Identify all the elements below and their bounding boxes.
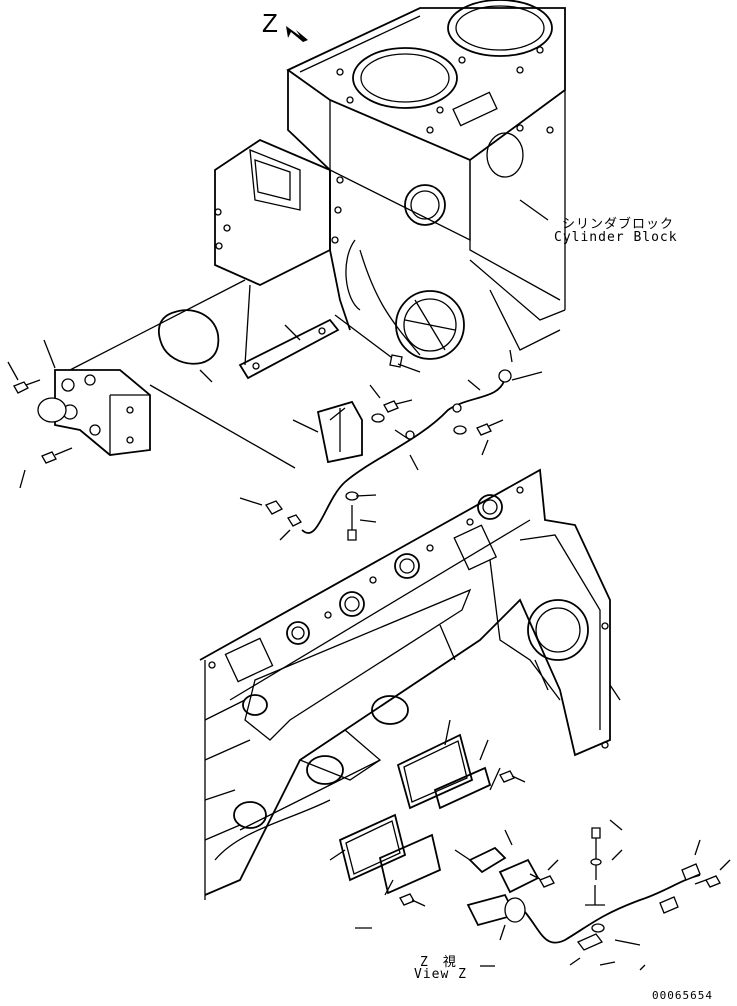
cylinder-bore	[352, 47, 458, 109]
cover-plate	[338, 813, 407, 882]
bracket	[316, 400, 363, 464]
bolt	[347, 505, 357, 541]
cover-plate	[433, 766, 492, 810]
bolt	[399, 893, 426, 907]
bolt	[529, 873, 555, 888]
front-mounted-component	[37, 369, 151, 456]
cylinder-block-label-jp: シリンダブロック	[562, 217, 675, 232]
flange-port	[394, 553, 420, 579]
gasket	[158, 309, 220, 365]
pipe-fitting	[265, 500, 302, 527]
leader-lines-lower	[329, 624, 731, 971]
sensor	[466, 893, 526, 927]
oil-pipe	[301, 369, 512, 534]
connector	[659, 863, 701, 914]
sensor-wire	[524, 874, 701, 944]
view-marker-letter: Z	[262, 8, 278, 38]
bolt	[694, 875, 721, 888]
plate	[238, 318, 340, 380]
bolt	[13, 379, 41, 394]
sensor-adapter	[498, 858, 540, 894]
bolt	[476, 419, 504, 436]
cylinder-bore	[447, 0, 553, 57]
sender-gasket	[468, 846, 507, 874]
wire-clip	[576, 923, 605, 951]
block-port-opening	[404, 184, 446, 226]
bolt	[590, 827, 602, 880]
flange-port	[339, 591, 365, 617]
cover-plate	[396, 733, 474, 810]
leader-lines-upper	[7, 279, 543, 541]
view-label-en: View Z	[414, 967, 467, 982]
bolt	[383, 399, 413, 413]
view-label-jp: Z 視	[420, 955, 457, 970]
flange-port	[477, 494, 503, 520]
block-port-opening	[395, 290, 465, 360]
bolt	[41, 447, 73, 464]
flange-port	[527, 599, 589, 661]
cylinder-block	[214, 0, 566, 360]
view-direction-arrow-icon	[286, 26, 308, 42]
view-z-block	[199, 468, 611, 900]
flange-port	[286, 621, 310, 645]
cylinder-block-label-en: Cylinder Block	[554, 230, 678, 245]
washer	[345, 413, 467, 501]
long-bolt	[334, 314, 403, 368]
figure-number: 00065654	[652, 989, 713, 1002]
cover-plate	[378, 833, 442, 895]
bolt	[499, 770, 526, 783]
